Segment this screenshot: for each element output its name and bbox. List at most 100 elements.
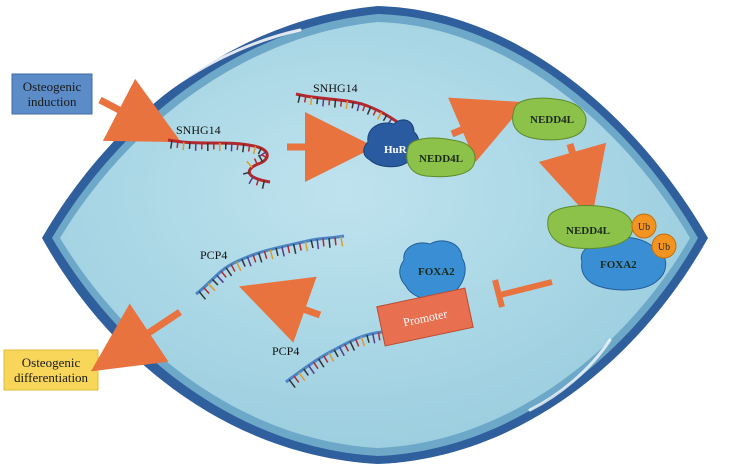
arrow-induction-to-snhg14	[98, 78, 182, 143]
snhg14-rna-top-base	[351, 101, 355, 109]
pcp4-dna-top-base	[216, 274, 225, 284]
hur-nedd4l-complex: HuR NEDD4L	[363, 119, 476, 178]
nedd4l-ub-protein	[547, 205, 634, 249]
snhg14-rna-left-base	[260, 153, 268, 159]
foxa2-promoter-label: FOXA2	[418, 266, 455, 278]
nedd4l-bound-protein	[406, 137, 476, 178]
snhg14-rna-left-base	[252, 146, 257, 155]
snhg14-rna-top-base	[345, 100, 349, 110]
snhg14-rna-top-base	[303, 95, 307, 103]
pcp4-bottom-label: PCP4	[272, 344, 299, 358]
arrows	[90, 78, 607, 372]
hur-label: HuR	[384, 144, 408, 156]
snhg14-rna-top-base	[372, 109, 377, 116]
snhg14-rna-left-base	[182, 142, 185, 151]
snhg14-rna-top-base	[366, 106, 372, 115]
arrow-pcp4-to-differentiation	[90, 303, 182, 372]
ub-label-2: Ub	[658, 242, 670, 253]
ub-circle-2	[651, 233, 677, 259]
pcp4-dna-top-base	[225, 267, 233, 277]
pcp4-dna-top-base	[287, 245, 291, 254]
pcp4-dna-top-base	[269, 249, 274, 260]
snhg14-rna-left	[167, 138, 271, 184]
snhg14-top-label: SNHG14	[313, 81, 358, 95]
pcp4-dna-top-base	[316, 239, 320, 250]
promoter-box: Promoter	[376, 287, 474, 347]
pcp4-dna-top-base	[203, 287, 210, 295]
snhg14-rna-left-base	[253, 158, 258, 165]
ub-label-1: Ub	[638, 222, 650, 233]
pcp4-dna-bottom-base	[307, 365, 315, 375]
pcp4-dna-bottom-base	[312, 361, 319, 370]
osteogenic-diff-line1: Osteogenic	[22, 355, 81, 370]
foxa2-ub-label: FOXA2	[600, 259, 637, 271]
snhg14-rna-top-base	[340, 100, 343, 107]
pcp4-dna-bottom-base	[333, 349, 339, 358]
pcp4-dna-top-base	[258, 252, 263, 263]
snhg14-rna-left-base	[248, 176, 254, 185]
cell-highlight-2	[528, 338, 612, 412]
snhg14-rna-left-base	[255, 179, 260, 186]
pcp4-dna-bottom-base	[371, 333, 376, 344]
inhibition-symbol	[492, 279, 553, 308]
pcp4-dna-top-base	[220, 270, 227, 278]
foxa2-promoter-complex: FOXA2 Promoter	[376, 240, 474, 347]
snhg14-rna-top-base	[297, 94, 301, 103]
pcp4-dna-top-base	[328, 237, 331, 248]
pcp4-dna-top-base	[340, 236, 344, 247]
pcp4-dna-bottom-base	[303, 368, 309, 376]
pcp4-dna-top-base	[241, 258, 246, 267]
snhg14-rna-left-base	[169, 140, 173, 149]
pcp4-dna-top-base	[198, 291, 207, 300]
nedd4l-free: NEDD4L	[512, 97, 587, 141]
snhg14-left-label: SNHG14	[176, 123, 221, 137]
pcp4-dna-bottom-base	[288, 379, 296, 389]
snhg14-rna-top	[295, 92, 407, 130]
snhg14-rna-top-base	[362, 104, 366, 112]
snhg14-rna-left-base	[242, 171, 250, 175]
pcp4-dna-top-base	[310, 240, 314, 249]
osteogenic-induction-line2: induction	[27, 94, 77, 109]
nedd4l-free-label: NEDD4L	[530, 114, 574, 126]
pcp4-dna-top-base	[230, 264, 236, 272]
osteogenic-diff-line2: differentiation	[14, 370, 89, 385]
snhg14-rna-left-base	[261, 180, 266, 189]
snhg14-rna-top-base	[377, 111, 383, 120]
snhg14-rna-left-base	[176, 141, 179, 148]
pcp4-dna-bottom-base	[317, 358, 325, 368]
snhg14-rna-left-base	[246, 160, 253, 168]
pcp4-dna-bottom-base	[366, 334, 370, 343]
snhg14-rna-top-base	[334, 99, 337, 108]
pcp4-dna-top-base	[207, 283, 216, 292]
snhg14-rna-left-base	[258, 151, 267, 157]
pcp4-dna-top-base	[322, 238, 325, 247]
pcp4-dna-bottom-base	[298, 372, 306, 381]
snhg14-rna-left-base	[242, 144, 245, 153]
pcp4-dna-top-base	[252, 254, 257, 263]
ub-circle-1	[631, 213, 657, 239]
nedd4l-complex-label: NEDD4L	[419, 153, 463, 165]
osteogenic-induction-box: Osteogenic induction	[11, 73, 93, 115]
pcp4-dna-bottom-base	[344, 343, 350, 352]
foxa2-promoter-protein	[399, 240, 466, 301]
snhg14-rna-left-base	[236, 143, 239, 151]
snhg14-rna-left-base	[257, 154, 264, 163]
snhg14-rna-top-base	[328, 98, 331, 106]
pcp4-dna-bottom-base	[349, 341, 356, 351]
nedd4l-foxa2-ub-complex: FOXA2 NEDD4L Ub Ub	[547, 205, 677, 291]
rna-strands	[167, 92, 407, 389]
pcp4-dna-top-base	[211, 278, 219, 286]
pcp4-dna-top-base	[334, 237, 337, 246]
arrow-nedd4l-to-ub	[538, 142, 607, 220]
pcp4-dna-bottom-base	[377, 332, 381, 341]
pcp4-dna-top-base	[281, 246, 285, 257]
osteogenic-induction-line1: Osteogenic	[23, 79, 82, 94]
pcp4-dna-bottom-base	[323, 355, 329, 363]
pcp4-dna-top	[195, 234, 345, 296]
snhg14-rna-left-base	[257, 148, 262, 155]
snhg14-rna-top-base	[356, 103, 360, 112]
arrow-promoter-to-pcp4	[239, 276, 322, 343]
pcp4-dna-bottom-base	[328, 352, 335, 362]
pcp4-top-label: PCP4	[200, 248, 227, 262]
